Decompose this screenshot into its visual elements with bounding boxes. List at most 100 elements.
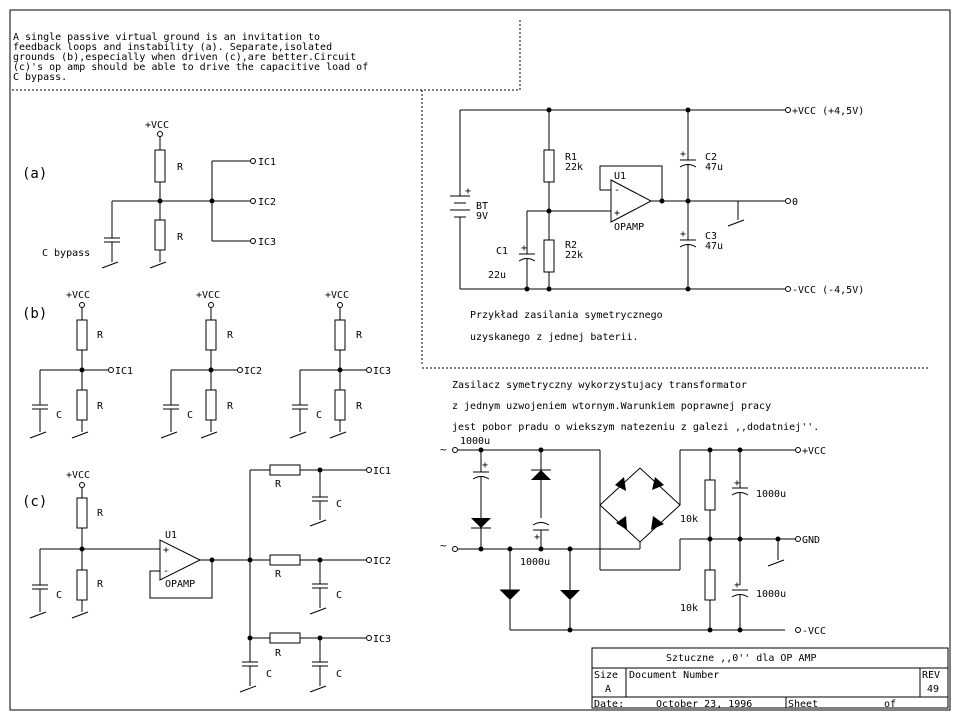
size-value: A [605, 684, 611, 695]
title-line-2: z jednym uzwojeniem wtornym.Warunkiem po… [452, 401, 771, 412]
c-label: C [336, 669, 342, 680]
u1-label: U1 [614, 171, 626, 182]
rev-value: 49 [927, 684, 939, 695]
plus-sign: + [521, 243, 527, 254]
zero-label: 0 [792, 197, 798, 208]
outer-frame [9, 9, 951, 711]
resistor [154, 219, 166, 251]
plus-sign: + [734, 580, 740, 591]
r-label: R [356, 401, 363, 412]
bridge-rectifier [599, 450, 681, 571]
r2-label: R2 [565, 240, 577, 251]
note-line-1: A single passive virtual ground is an in… [13, 32, 320, 43]
rev-label: REV [922, 670, 940, 681]
plus-sign: + [482, 460, 488, 471]
battery-circuit: +VCC (+4,5V) -VCC (-4,5V) + BT 9V R1 22k… [450, 106, 864, 343]
plus-sign: + [680, 149, 686, 160]
ac-input-1: ~ [440, 443, 447, 456]
plus-sign: + [163, 545, 169, 556]
c1-label: C1 [496, 246, 508, 257]
c-label: C [336, 499, 342, 510]
section-a: (a) +VCC R R C bypass IC1 IC2 IC3 [22, 120, 276, 269]
transformer-circuit: Zasilacz symetryczny wykorzystujacy tran… [440, 380, 826, 637]
caption-line-1: Przykład zasilania symetrycznego [470, 310, 663, 321]
date-value: October 23, 1996 [656, 699, 752, 710]
section-b-unit: +VCC R R IC3 C [289, 290, 391, 439]
minus-sign: - [163, 566, 169, 577]
r-label: R [97, 508, 104, 519]
c-right-top-value: 1000u [756, 489, 786, 500]
title-block: Sztuczne ,,0'' dla OP AMP Size A Documen… [591, 647, 949, 710]
output-branch-2: R IC2 C [250, 554, 391, 615]
bt-value: 9V [476, 211, 488, 222]
resistor-label: R [177, 162, 184, 173]
resistor-label: R [177, 232, 184, 243]
vcc-pos-label: +VCC (+4,5V) [792, 106, 864, 117]
r-label: R [275, 648, 282, 659]
r-label: R [227, 330, 234, 341]
vcc-label: +VCC [325, 290, 349, 301]
section-b: (b) +VCC R R IC1 C +VCC [22, 290, 391, 439]
vcc-label: +VCC [66, 470, 90, 481]
c1-value: 22u [488, 270, 506, 281]
cbypass-label: C bypass [42, 248, 90, 259]
opamp-label: OPAMP [614, 222, 644, 233]
r-top-value: 10k [680, 514, 698, 525]
caption-line-2: uzyskanego z jednej baterii. [470, 332, 639, 343]
sheet-label: Sheet [788, 699, 818, 710]
c-label: C [187, 410, 193, 421]
r2-value: 22k [565, 250, 583, 261]
section-b-unit: +VCC R R IC2 C [160, 290, 262, 439]
vcc-neg-label: -VCC (-4,5V) [792, 285, 864, 296]
plus-sign: + [465, 186, 471, 197]
plus-sign: + [734, 478, 740, 489]
section-b-label: (b) [22, 306, 47, 322]
ic1-label: IC1 [258, 157, 276, 168]
ic2-label: IC2 [373, 556, 391, 567]
ic3-label: IC3 [373, 634, 391, 645]
r1-value: 22k [565, 162, 583, 173]
note-line-2: feedback loops and instability (a). Sepa… [13, 42, 332, 53]
docnum-label: Document Number [629, 670, 719, 681]
c-label: C [56, 410, 62, 421]
r-label: R [356, 330, 363, 341]
section-c-label: (c) [22, 494, 47, 510]
title-text: Sztuczne ,,0'' dla OP AMP [666, 653, 817, 664]
note-box: A single passive virtual ground is an in… [10, 20, 521, 91]
output-branch-3: R IC3 C C [239, 632, 391, 693]
note-line-3: grounds (b),especially when driven (c),a… [13, 52, 356, 63]
ic2-label: IC2 [244, 366, 262, 377]
bt-label: BT [476, 201, 488, 212]
c-label: C [266, 669, 272, 680]
date-label: Date: [594, 699, 624, 710]
section-c: (c) +VCC R R C + - U1 OPAMP [22, 464, 391, 693]
vcc-label: +VCC [66, 290, 90, 301]
ic1-label: IC1 [115, 366, 133, 377]
c-right-bot-value: 1000u [756, 589, 786, 600]
r-label: R [275, 569, 282, 580]
note-line-5: C bypass. [13, 72, 67, 83]
c-label: C [336, 590, 342, 601]
r-label: R [97, 330, 104, 341]
c3-value: 47u [705, 241, 723, 252]
ic2-label: IC2 [258, 197, 276, 208]
opamp-symbol: + - U1 OPAMP [149, 530, 250, 599]
title-line-1: Zasilacz symetryczny wykorzystujacy tran… [452, 380, 747, 391]
plus-sign: + [534, 532, 540, 543]
vcc-label: +VCC [145, 120, 169, 131]
size-label: Size [594, 670, 618, 681]
r-label: R [97, 579, 104, 590]
minus-sign: - [614, 185, 620, 196]
r-label: R [97, 401, 104, 412]
section-b-unit: +VCC R R IC1 C [29, 290, 133, 439]
opamp-symbol: - + U1 OPAMP 0 [599, 165, 798, 233]
opamp-label: OPAMP [165, 579, 195, 590]
c-label: C [316, 410, 322, 421]
c-mid-value: 1000u [520, 557, 550, 568]
r-bot-value: 10k [680, 603, 698, 614]
c2-label: C2 [705, 152, 717, 163]
r-label: R [275, 479, 282, 490]
ic1-label: IC1 [373, 466, 391, 477]
